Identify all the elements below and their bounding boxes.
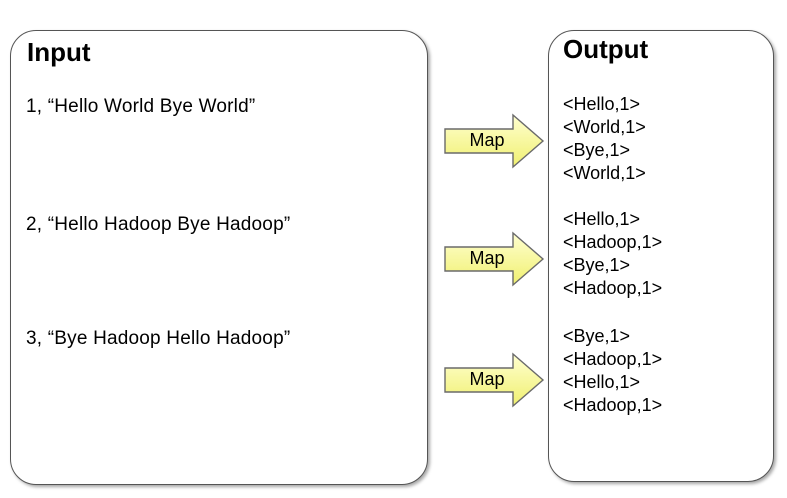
map-arrow-3: Map (443, 352, 546, 408)
output-pair: <Hello,1> (563, 209, 641, 229)
output-title: Output (563, 34, 649, 64)
right-arrow-icon (444, 113, 545, 169)
output-pair: <Hadoop,1> (563, 349, 663, 369)
input-record-3: 3, “Bye Hadoop Hello Hadoop” (26, 328, 291, 349)
output-pair: <Bye,1> (563, 255, 631, 275)
map-arrow-2: Map (443, 231, 546, 287)
output-pair: <Hadoop,1> (563, 278, 663, 298)
input-record-1: 1, “Hello World Bye World” (26, 96, 256, 117)
right-arrow-icon (444, 231, 545, 287)
output-pair: <World,1> (563, 163, 646, 183)
map-label: Map (469, 248, 505, 268)
input-panel: Input 1, “Hello World Bye World” 2, “Hel… (10, 30, 428, 485)
output-group-1: <Hello,1> <World,1> <Bye,1> <World,1> (563, 93, 646, 185)
output-pair: <Bye,1> (563, 140, 631, 160)
map-label: Map (469, 369, 505, 389)
output-pair: <Hadoop,1> (563, 395, 663, 415)
output-pair: <Bye,1> (563, 326, 631, 346)
map-label: Map (469, 130, 505, 150)
output-pair: <Hello,1> (563, 372, 641, 392)
output-group-3: <Bye,1> <Hadoop,1> <Hello,1> <Hadoop,1> (563, 325, 662, 417)
right-arrow-icon (444, 352, 545, 408)
input-record-2: 2, “Hello Hadoop Bye Hadoop” (26, 214, 291, 235)
map-arrow-1: Map (443, 113, 546, 169)
input-title: Input (27, 37, 91, 67)
output-group-2: <Hello,1> <Hadoop,1> <Bye,1> <Hadoop,1> (563, 208, 662, 300)
output-panel: Output <Hello,1> <World,1> <Bye,1> <Worl… (548, 30, 774, 482)
output-pair: <Hadoop,1> (563, 232, 663, 252)
output-pair: <World,1> (563, 117, 646, 137)
output-pair: <Hello,1> (563, 94, 641, 114)
